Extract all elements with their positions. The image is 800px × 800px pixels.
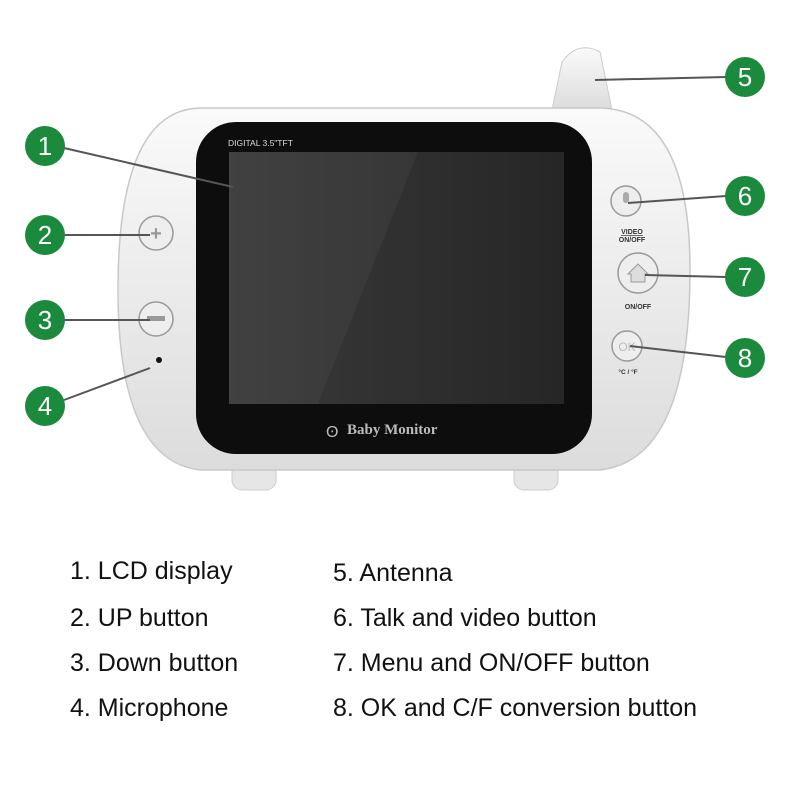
video-label: VIDEO [621,229,643,236]
callout-6: 6 [725,176,765,216]
svg-text:6: 6 [738,181,752,211]
svg-text:7: 7 [738,262,752,292]
menu-power-button[interactable] [617,252,659,294]
legend-item-6: 6. Talk and video button [333,604,597,632]
ok-button[interactable]: OK [611,330,643,362]
legend-item-8: 8. OK and C/F conversion button [333,694,698,722]
svg-text:4: 4 [38,391,52,421]
callout-lines [63,76,727,401]
microphone-hole [156,357,162,363]
legend-item-2: 2. UP button [70,604,209,632]
svg-text:2: 2 [38,220,52,250]
onoff-label-2: ON/OFF [625,304,652,311]
callout-5: 5 [725,57,765,97]
lcd-display [229,152,564,404]
legend-item-1: 1. LCD display [70,557,233,585]
screen-label: DIGITAL 3.5"TFT [228,138,293,148]
legend-item-3: 3. Down button [70,649,239,677]
microphone-icon [623,192,629,203]
svg-text:3: 3 [38,305,52,335]
legend-item-7: 7. Menu and ON/OFF button [333,649,650,677]
callout-8: 8 [725,338,765,378]
up-button[interactable]: + [138,215,174,251]
talk-video-button[interactable] [610,185,642,217]
down-button[interactable] [138,301,174,337]
callout-4: 4 [25,386,65,426]
ok-label: OK [618,340,635,354]
callout-7: 7 [725,257,765,297]
temperature-label: °C / °F [618,368,637,376]
callout-1: 1 [25,126,65,166]
svg-text:1: 1 [38,131,52,161]
feet-logo-icon: ʘ [326,424,338,441]
plus-icon: + [150,223,162,245]
legend-item-5: 5. Antenna [333,559,453,587]
onoff-label-1: ON/OFF [619,237,646,244]
antenna [551,47,613,111]
callout-3: 3 [25,300,65,340]
home-icon [626,263,650,283]
svg-text:8: 8 [738,343,752,373]
svg-text:5: 5 [738,62,752,92]
callout-2: 2 [25,215,65,255]
minus-icon [147,316,165,321]
legend-item-4: 4. Microphone [70,694,229,722]
brand-label: Baby Monitor [347,422,438,438]
